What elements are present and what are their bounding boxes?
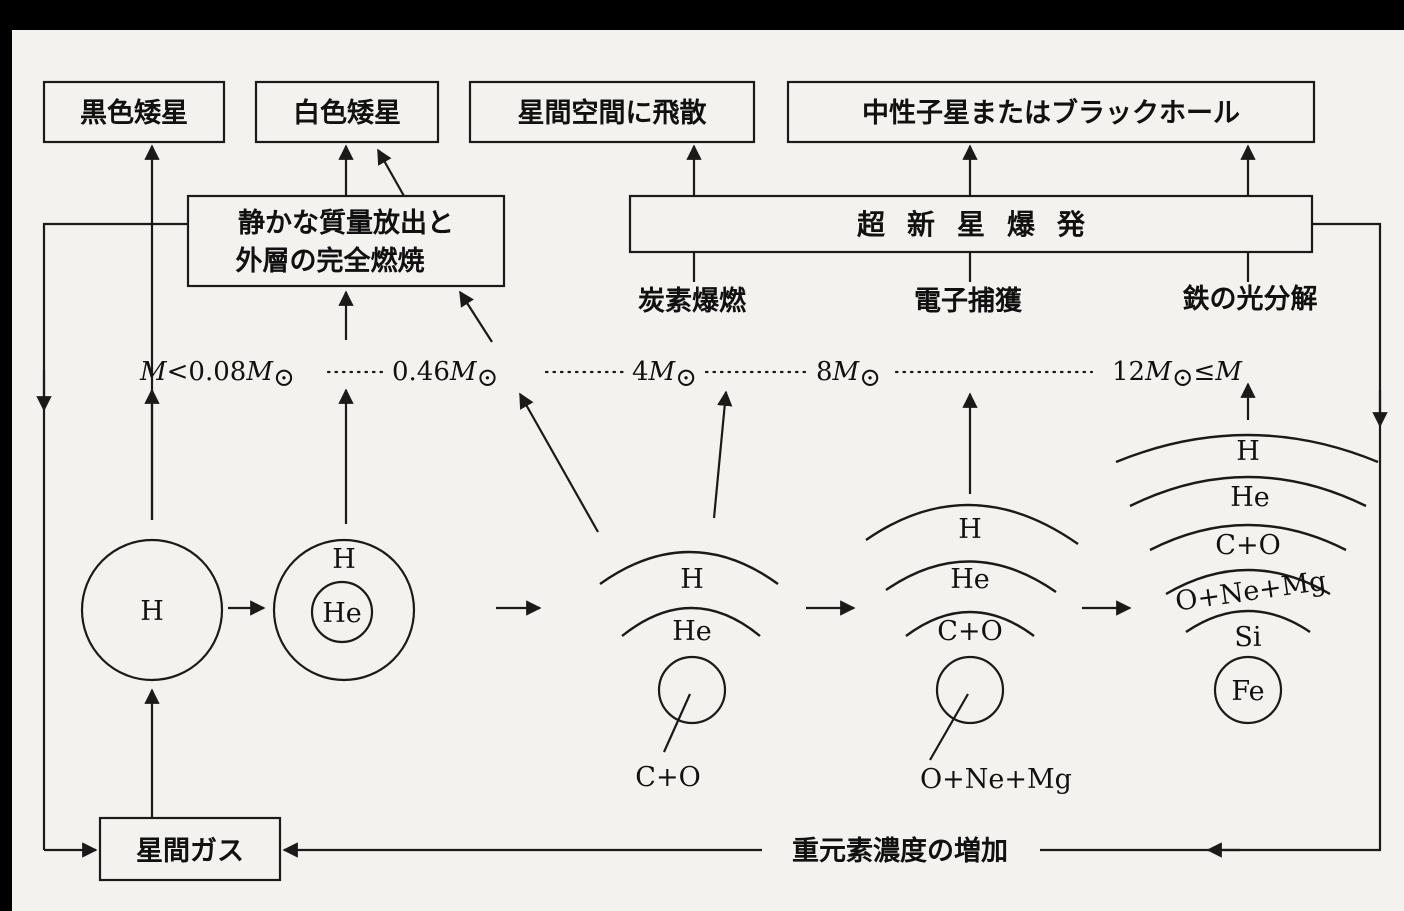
star2-shell-label: H: [332, 544, 356, 575]
star5-shell-3-label: C+O: [1215, 530, 1280, 561]
supernova-label: 超新星爆発: [857, 208, 1107, 241]
fate-interstellar-scatter: 星間空間に飛散: [468, 80, 756, 144]
star3-shell-inner-label: He: [672, 616, 712, 647]
process-supernova: 超新星爆発: [628, 194, 1314, 254]
star-oxygen-neon-magnesium-core: H He C+O O+Ne+Mg: [865, 503, 1079, 795]
interstellar-gas-box: 星間ガス: [98, 816, 282, 882]
arrow-star3-left-up: [519, 392, 599, 533]
star3-shell-outer-label: H: [680, 564, 704, 595]
star5-core-label: Fe: [1231, 676, 1264, 707]
arrow-massloss-to-whitedwarf-2: [377, 148, 405, 197]
star-helium-core: H He: [272, 538, 416, 682]
star4-shell-2-label: He: [950, 564, 990, 595]
fate-white-dwarf-label: 白色矮星: [293, 97, 401, 129]
star1-core-label: H: [140, 596, 164, 627]
fate-neutron-star-or-black-hole: 中性子星またはブラックホール: [786, 80, 1316, 144]
carbon-deflagration-label: 炭素爆燃: [638, 286, 747, 317]
loop-left-line: [42, 222, 188, 850]
arrow-4-to-massloss: [459, 290, 493, 343]
fate-black-dwarf: 黒色矮星: [42, 80, 226, 144]
loop-right-line: [1040, 222, 1382, 852]
mass-threshold-1: M<0.08M⊙: [139, 357, 295, 393]
mass-threshold-4: 8M⊙: [816, 357, 881, 393]
star-carbon-oxygen-core: H He C+O: [599, 550, 779, 793]
fate-interstellar-scatter-label: 星間空間に飛散: [518, 97, 707, 129]
mass-loss-line2: 外層の完全燃焼: [236, 245, 425, 277]
fate-white-dwarf: 白色矮星: [254, 80, 440, 144]
star-iron-core: H He C+O O+Ne+Mg Si Fe: [1115, 433, 1379, 725]
star3-core-pointer: [662, 693, 692, 753]
star4-core-pointer: [929, 693, 969, 761]
star5-shell-1-label: H: [1236, 436, 1260, 467]
arrow-star3-up: [712, 390, 733, 519]
mass-scale: M<0.08M⊙ 0.46M⊙ 4M⊙ 8M⊙ 12M⊙≤M: [139, 357, 1243, 393]
fate-neutron-star-label: 中性子星またはブラックホール: [862, 97, 1240, 129]
star2-core-label: He: [322, 598, 362, 629]
mass-threshold-5: 12M⊙≤M: [1112, 357, 1243, 393]
mass-loss-line1: 静かな質量放出と: [238, 207, 454, 239]
mass-threshold-3: 4M⊙: [632, 357, 697, 393]
heavy-element-increase-label: 重元素濃度の増加: [792, 835, 1008, 867]
fate-black-dwarf-label: 黒色矮星: [80, 97, 188, 129]
photodisintegration-label: 鉄の光分解: [1183, 283, 1318, 315]
star4-shell-3-label: C+O: [937, 616, 1002, 647]
process-mass-loss: 静かな質量放出と 外層の完全燃焼: [186, 194, 506, 288]
electron-capture-label: 電子捕獲: [914, 286, 1023, 317]
star-hydrogen: H: [80, 538, 224, 682]
star5-shell-5-label: Si: [1234, 622, 1261, 653]
star5-shell-2-label: He: [1230, 482, 1270, 513]
star4-core-label: O+Ne+Mg: [920, 764, 1072, 795]
interstellar-gas-label: 星間ガス: [136, 836, 244, 867]
star4-shell-1-label: H: [958, 514, 982, 545]
paper-background: [12, 30, 1404, 911]
mass-threshold-2: 0.46M⊙: [392, 357, 498, 393]
star3-core-label: C+O: [635, 762, 700, 793]
star5-shell-4-label: O+Ne+Mg: [1173, 566, 1328, 618]
